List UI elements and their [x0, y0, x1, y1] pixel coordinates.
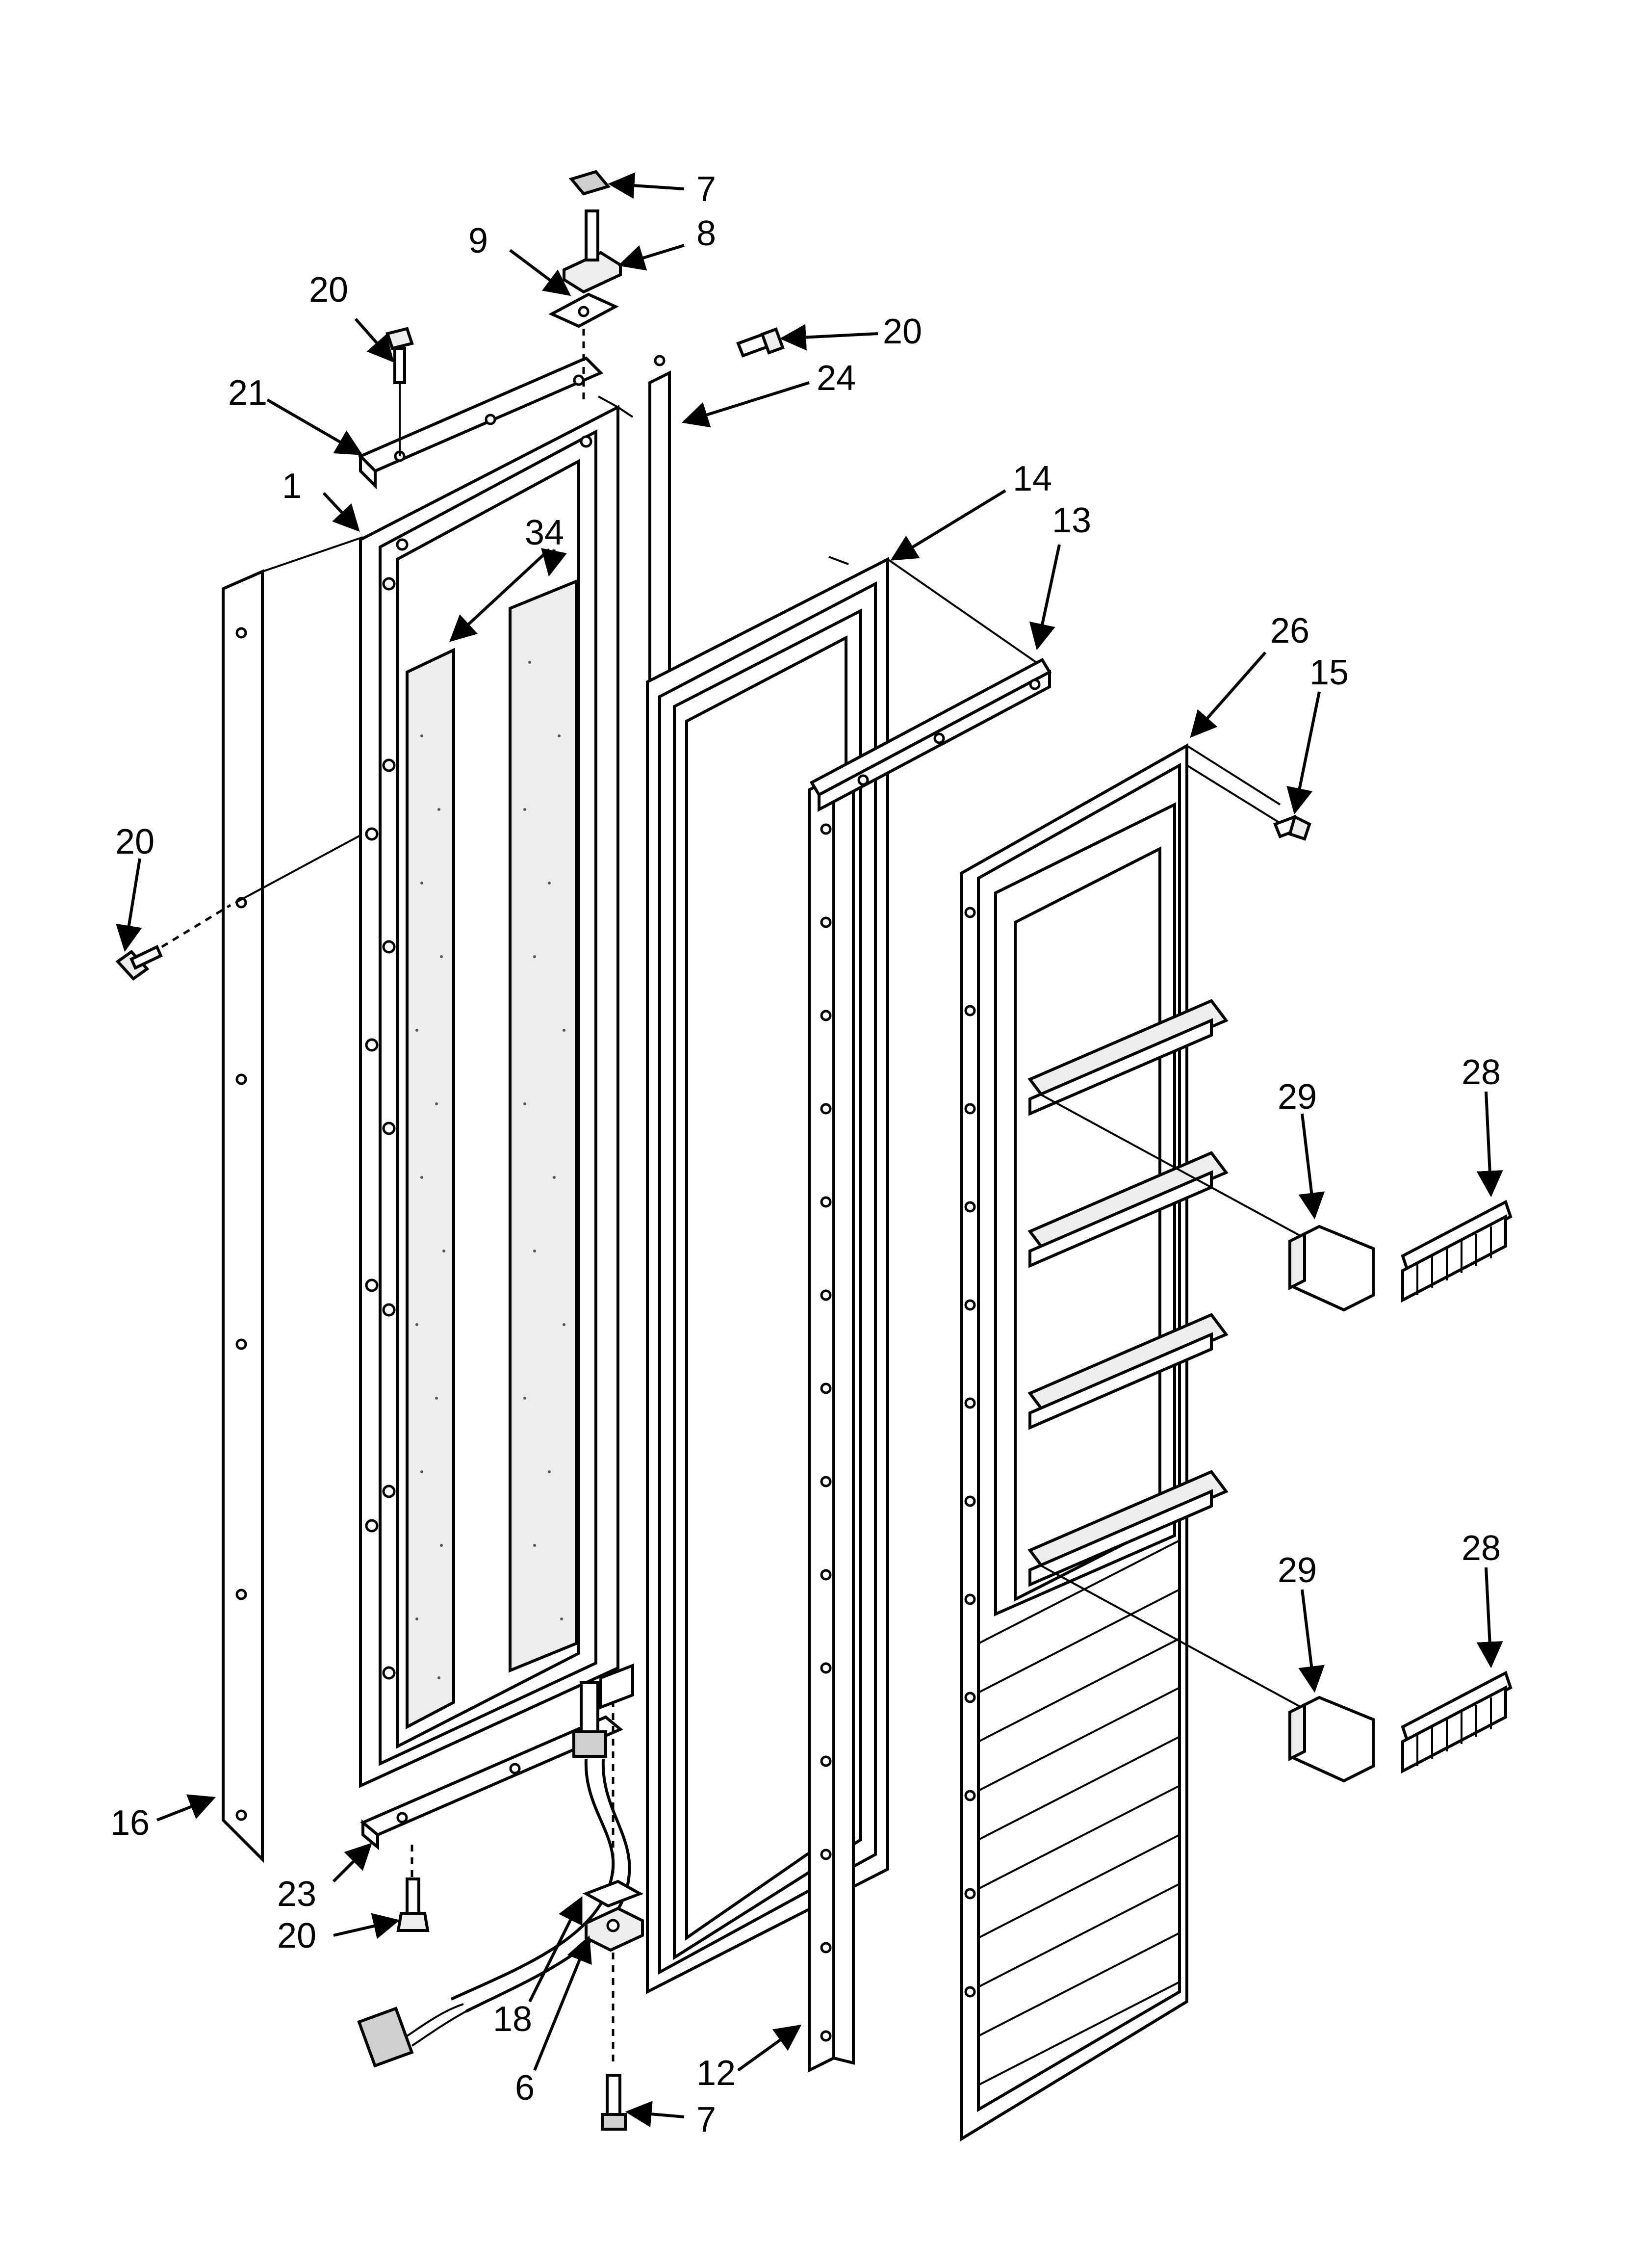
part-13-top-cap	[809, 658, 1052, 812]
leader-lines	[116, 172, 1503, 2128]
callout-18: 18	[493, 2000, 532, 2039]
callout-20-left: 20	[115, 822, 154, 861]
callout-20-upper-right: 20	[883, 312, 922, 351]
screw-20-left	[115, 833, 363, 981]
part-24-side-strip	[648, 355, 671, 689]
callout-16: 16	[110, 1803, 150, 1843]
part-12-trim-strip	[808, 775, 855, 2073]
callout-29-upper: 29	[1278, 1077, 1317, 1117]
callout-8: 8	[696, 214, 716, 253]
screw-15	[1186, 764, 1311, 841]
callout-34: 34	[525, 513, 564, 552]
part-16-outer-panel	[222, 536, 363, 1863]
shelf-end-29-lower	[1288, 1695, 1375, 1783]
part-23-bottom-strip	[360, 1715, 623, 1879]
callout-28-upper: 28	[1462, 1053, 1501, 1092]
callout-7-bottom: 7	[696, 2100, 716, 2139]
callout-15: 15	[1309, 653, 1349, 692]
callout-7-top: 7	[696, 170, 716, 209]
screw-20-upper-right	[736, 327, 785, 358]
wire-harness	[357, 1681, 631, 2068]
part-1-door-frame	[359, 395, 634, 1788]
callout-21: 21	[228, 373, 267, 413]
callout-20-bottom: 20	[277, 1916, 316, 1955]
retainer-28-upper	[1401, 1199, 1513, 1303]
callout-12: 12	[696, 2054, 736, 2093]
callout-24: 24	[817, 359, 856, 398]
part-34-insulation-strips	[406, 579, 578, 1729]
callout-20-top: 20	[309, 270, 348, 310]
callout-14: 14	[1013, 459, 1052, 498]
bottom-hinge-assembly	[582, 1663, 644, 2131]
part-26-door-liner	[960, 743, 1320, 2142]
callout-23: 23	[277, 1875, 316, 1914]
callout-6: 6	[515, 2068, 535, 2108]
retainer-28-lower	[1401, 1670, 1513, 1773]
callout-labels: 7 8 9 20 20 21 24 1 14 13 34 26 15 20 28…	[110, 170, 1501, 2139]
callout-1: 1	[282, 467, 302, 506]
callout-29-lower: 29	[1278, 1551, 1317, 1590]
callout-9: 9	[468, 221, 488, 261]
screw-20-bottom	[396, 1877, 430, 1932]
callout-28-lower: 28	[1462, 1529, 1501, 1568]
door-shelves	[1027, 999, 1229, 1587]
shelf-end-29-upper	[1288, 1225, 1375, 1312]
callout-26: 26	[1270, 611, 1309, 651]
callout-13: 13	[1052, 501, 1091, 540]
part-21-top-strip	[358, 356, 604, 490]
